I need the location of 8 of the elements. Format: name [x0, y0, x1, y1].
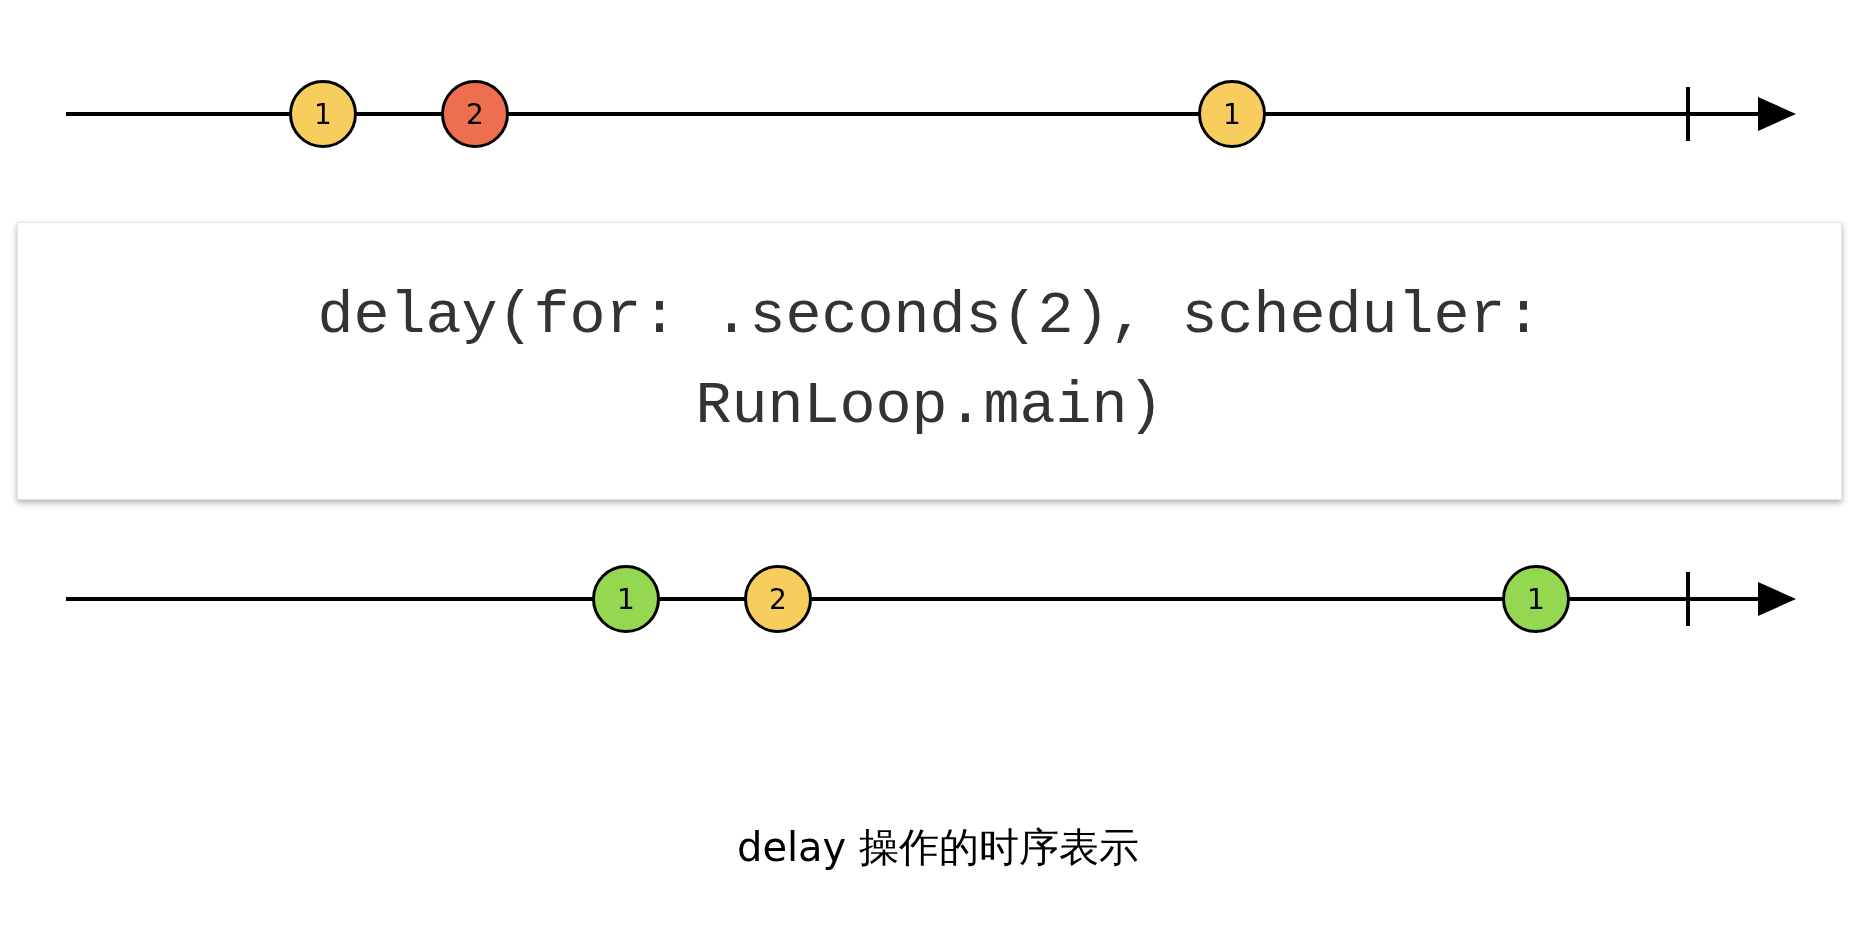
caption: delay 操作的时序表示: [736, 823, 1140, 872]
marble: 2: [441, 80, 509, 148]
operator-box: delay(for: .seconds(2), scheduler: RunLoop.main): [17, 222, 1842, 500]
marble: 2: [744, 565, 812, 633]
marble: 1: [592, 565, 660, 633]
marble: 1: [289, 80, 357, 148]
marble: 1: [1198, 80, 1266, 148]
marble: 1: [1502, 565, 1570, 633]
